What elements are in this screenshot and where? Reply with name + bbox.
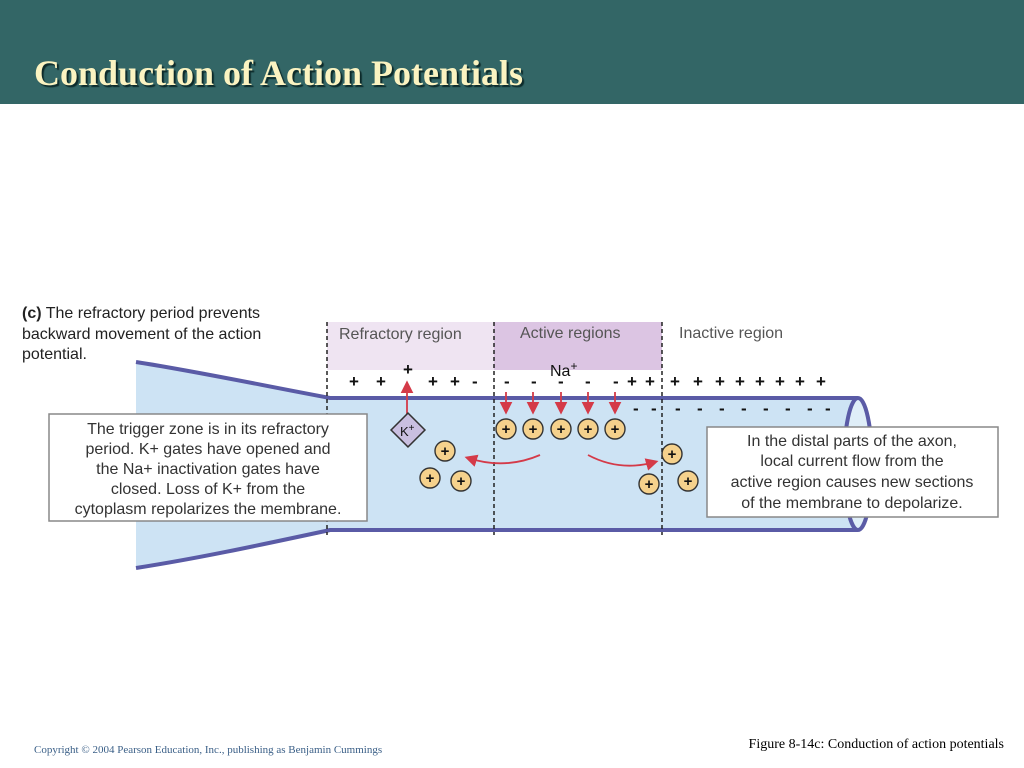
ion-sign-distal-1: + [668, 446, 677, 463]
refractory-info-line1: The trigger zone is in its refractory [87, 421, 329, 438]
charge-out-plus-14: + [795, 372, 805, 391]
refractory-info-line4: closed. Loss of K+ from the [111, 481, 305, 498]
ion-active-1 [495, 418, 517, 440]
charge-in-minus-4: - [697, 399, 703, 418]
ion-sign-refractory-3: + [457, 473, 466, 490]
charge-out-plus-3: + [403, 360, 413, 379]
charge-out-plus-12: + [755, 372, 765, 391]
ion-sign-active-5: + [611, 421, 620, 438]
ion-sign-active-1: + [502, 421, 511, 438]
ion-sign-refractory-1: + [441, 443, 450, 460]
charge-out-plus-8: + [670, 372, 680, 391]
charge-in-minus-9: - [807, 399, 813, 418]
refractory-info-line2: period. K+ gates have opened and [85, 441, 330, 458]
charge-out-plus-9: + [693, 372, 703, 391]
copyright-notice: Copyright © 2004 Pearson Education, Inc.… [34, 744, 383, 756]
ion-refractory-1 [434, 440, 456, 462]
figure-caption: Figure 8-14c: Conduction of action poten… [748, 737, 1004, 752]
axon-membrane-bottom [135, 528, 858, 570]
current-arrow-forward [587, 454, 659, 471]
charge-out-plus-4: + [428, 372, 438, 391]
ion-active-4 [577, 418, 599, 440]
charge-out-minus-2: - [504, 372, 510, 391]
refractory-info-line5: cytoplasm repolarizes the membrane. [75, 501, 342, 518]
distal-info-line3: active region causes new sections [731, 474, 974, 491]
ion-sign-distal-3: + [684, 473, 693, 490]
charge-out-plus-1: + [349, 372, 359, 391]
ion-active-5 [604, 418, 626, 440]
ion-distal-2 [638, 473, 660, 495]
ion-distal-1 [661, 443, 683, 465]
ion-sign-refractory-2: + [426, 470, 435, 487]
distal-info-line4: of the membrane to depolarize. [741, 495, 962, 512]
label-inactive-region: Inactive region [679, 325, 783, 342]
label-refractory-region: Refractory region [339, 326, 462, 343]
current-arrow-backward [464, 454, 541, 467]
ion-distal-3 [677, 470, 699, 492]
active-region-band [494, 322, 662, 370]
charge-out-plus-10: + [715, 372, 725, 391]
panel-description-line2: backward movement of the action [22, 326, 261, 343]
charge-out-minus-6: - [613, 372, 619, 391]
title-bar [0, 0, 1024, 104]
positive-ions [419, 418, 699, 495]
charge-out-plus-7: + [645, 372, 655, 391]
charge-out-minus-5: - [585, 372, 591, 391]
distal-info-line2: local current flow from the [760, 453, 943, 470]
refractory-info-line3: the Na+ inactivation gates have [96, 461, 320, 478]
charge-in-minus-5: - [719, 399, 725, 418]
panel-description-line3: potential. [22, 346, 87, 363]
charge-out-plus-2: + [376, 372, 386, 391]
charge-in-minus-8: - [785, 399, 791, 418]
charge-out-minus-3: - [531, 372, 537, 391]
charge-out-plus-6: + [627, 372, 637, 391]
charge-out-plus-15: + [816, 372, 826, 391]
charge-in-minus-7: - [763, 399, 769, 418]
refractory-region-band [327, 322, 494, 370]
ion-active-2 [522, 418, 544, 440]
ion-active-3 [550, 418, 572, 440]
charge-in-minus-1: - [633, 399, 639, 418]
k-channel-icon: K+ [389, 411, 427, 449]
svg-text:K+: K+ [400, 423, 415, 439]
charge-out-plus-13: + [775, 372, 785, 391]
ion-refractory-2 [419, 467, 441, 489]
charge-out-minus-1: - [472, 372, 478, 391]
distal-info-box: In the distal parts of the axon, local c… [706, 426, 999, 518]
axon-membrane-top [135, 360, 858, 400]
charge-in-minus-6: - [741, 399, 747, 418]
panel-description-line1: (c) The refractory period prevents [22, 305, 260, 322]
charge-in-minus-10: - [825, 399, 831, 418]
charge-in-minus-3: - [675, 399, 681, 418]
ion-sign-distal-2: + [645, 476, 654, 493]
slide-title: Conduction of Action Potentials [34, 53, 524, 93]
label-active-regions: Active regions [520, 325, 621, 342]
ion-sign-active-4: + [584, 421, 593, 438]
na-ion-label: Na+ [550, 359, 577, 380]
refractory-info-box: The trigger zone is in its refractory pe… [48, 413, 368, 522]
charge-out-plus-11: + [735, 372, 745, 391]
charge-out-plus-5: + [450, 372, 460, 391]
ion-sign-active-2: + [529, 421, 538, 438]
charge-in-minus-2: - [651, 399, 657, 418]
charge-out-minus-4: - [558, 372, 564, 391]
ion-sign-active-3: + [557, 421, 566, 438]
distal-info-line1: In the distal parts of the axon, [747, 433, 957, 450]
ion-refractory-3 [450, 470, 472, 492]
